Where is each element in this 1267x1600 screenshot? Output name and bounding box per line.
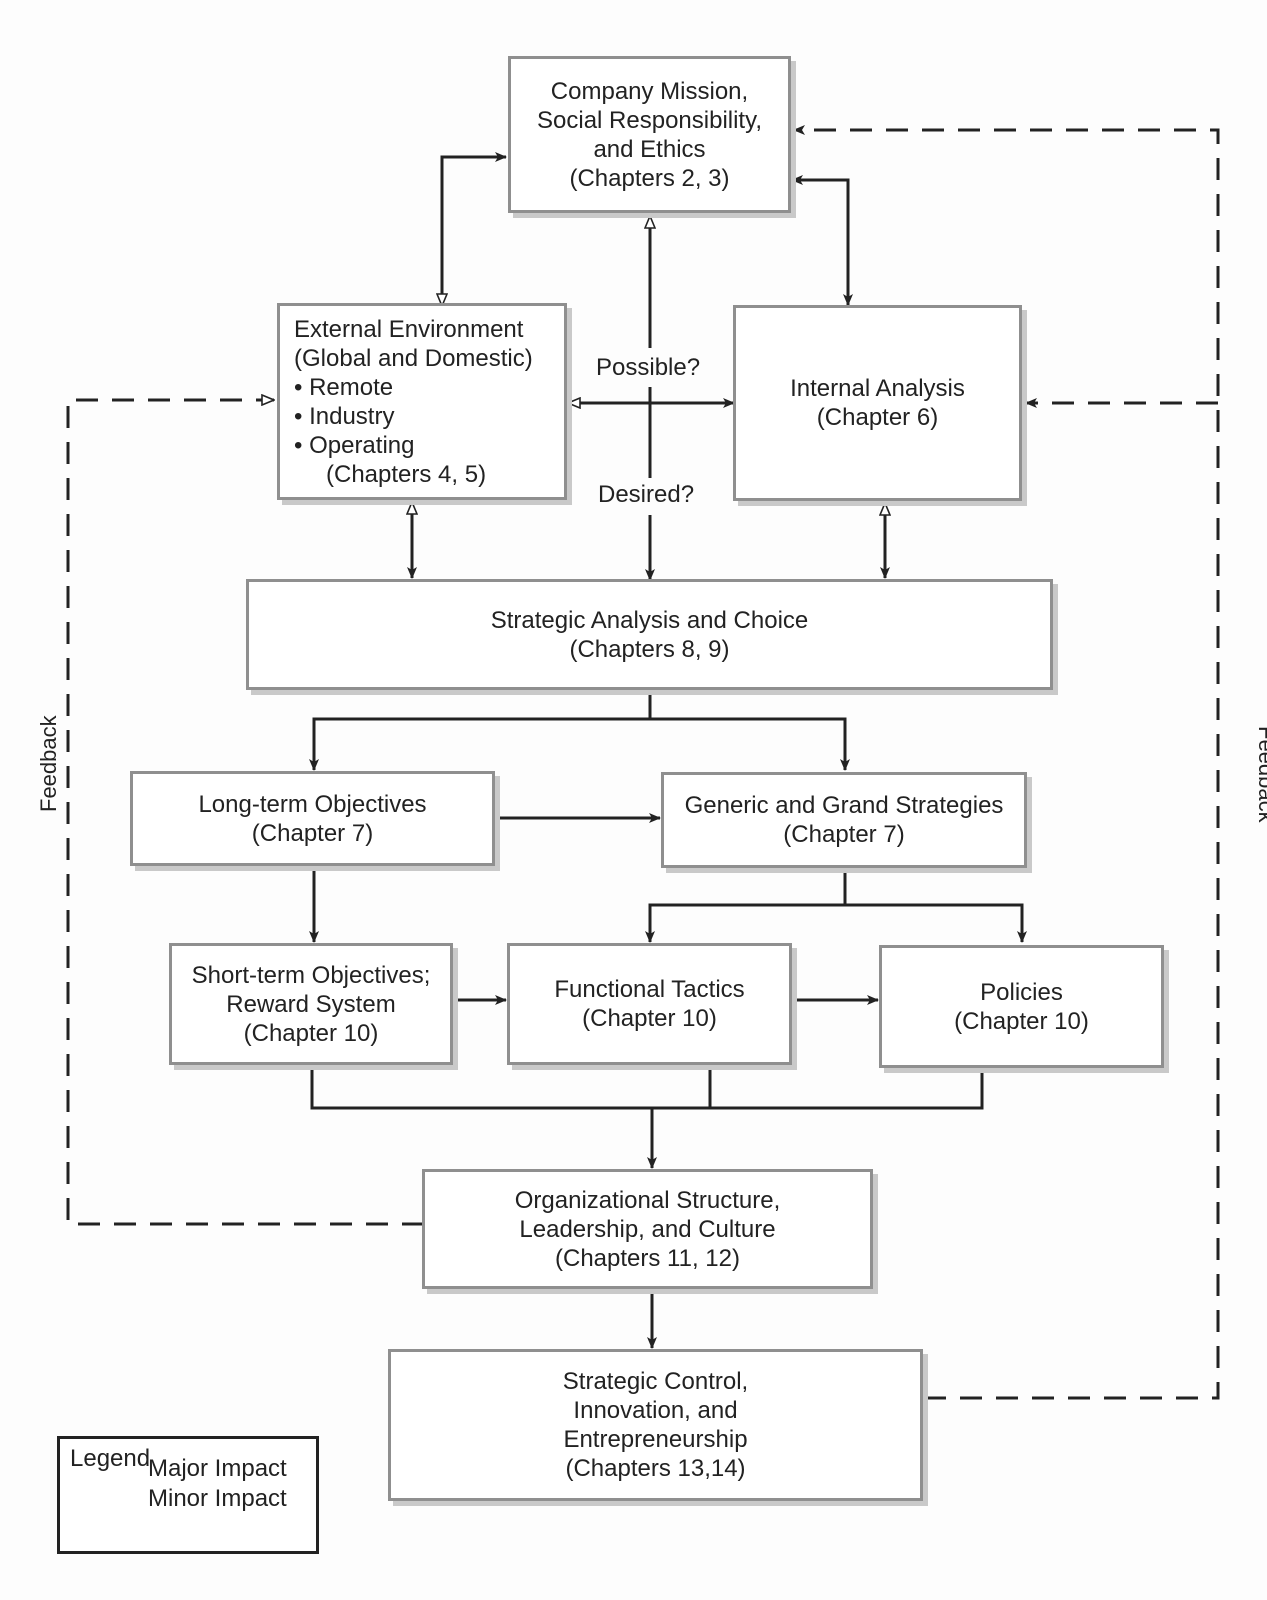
legend-title: Legend xyxy=(70,1445,151,1472)
feedback-left-loop xyxy=(66,400,424,1226)
mission-line-3: and Ethics xyxy=(593,135,706,163)
internal-line-2: (Chapter 6) xyxy=(816,404,939,431)
functional-line-2: (Chapter 10) xyxy=(582,1005,717,1032)
box-strategic-analysis-choice: Strategic Analysis and Choice (Chapters … xyxy=(246,579,1053,690)
box-short-term-objectives: Short-term Objectives; Reward System (Ch… xyxy=(169,943,453,1065)
box-strategic-control: Strategic Control, Innovation, and Entre… xyxy=(388,1349,923,1501)
shortterm-line-3: (Chapter 10) xyxy=(243,1019,379,1047)
legend: Legend Major Impact Minor Impact xyxy=(57,1436,319,1554)
label-feedback-left: Feedback xyxy=(36,715,61,812)
feedback-right-loop xyxy=(793,125,1220,1400)
edge-generic-split xyxy=(645,870,847,943)
legend-minor-label: Minor Impact xyxy=(148,1485,287,1512)
shortterm-line-2: Reward System xyxy=(226,990,396,1018)
edge-merge xyxy=(310,1066,984,1110)
external-bullet-list: Remote Industry Operating xyxy=(294,373,414,460)
edge-strategic-generic xyxy=(650,717,850,771)
legend-major-label: Major Impact xyxy=(148,1455,287,1482)
box-generic-grand-strategies: Generic and Grand Strategies (Chapter 7) xyxy=(661,772,1027,868)
control-line-1: Strategic Control, xyxy=(562,1368,749,1395)
control-line-4: (Chapters 13,14) xyxy=(565,1455,746,1482)
box-policies: Policies (Chapter 10) xyxy=(879,945,1164,1068)
external-line-1: External Environment xyxy=(294,315,524,343)
external-bullet-industry: Industry xyxy=(294,402,414,431)
strategic-line-2: (Chapters 8, 9) xyxy=(569,635,730,663)
label-possible: Possible? xyxy=(596,354,701,381)
external-chapters: (Chapters 4, 5) xyxy=(326,460,487,488)
box-external-environment: External Environment (Global and Domesti… xyxy=(277,303,567,500)
generic-line-2: (Chapter 7) xyxy=(783,821,905,848)
policies-line-1: Policies xyxy=(980,978,1063,1006)
external-line-2: (Global and Domestic) xyxy=(294,344,533,372)
edge-generic-policies xyxy=(845,903,1027,943)
edge-mission-external xyxy=(442,157,506,306)
mission-line-4: (Chapters 2, 3) xyxy=(569,164,730,192)
longterm-line-1: Long-term Objectives xyxy=(198,790,427,818)
external-bullet-remote: Remote xyxy=(294,373,414,402)
org-line-2: Leadership, and Culture xyxy=(519,1215,776,1243)
control-line-2: Innovation, and xyxy=(573,1397,738,1424)
label-feedback-right: Feedback xyxy=(1254,726,1267,823)
longterm-line-2: (Chapter 7) xyxy=(251,819,374,847)
internal-line-1: Internal Analysis xyxy=(790,375,965,402)
org-line-1: Organizational Structure, xyxy=(514,1186,781,1214)
org-line-3: (Chapters 11, 12) xyxy=(555,1244,740,1272)
shortterm-line-1: Short-term Objectives; xyxy=(191,961,431,989)
edge-strategic-split xyxy=(309,691,652,771)
policies-line-2: (Chapter 10) xyxy=(954,1007,1089,1035)
mission-line-2: Social Responsibility, xyxy=(537,106,762,134)
strategic-line-1: Strategic Analysis and Choice xyxy=(490,606,809,634)
edge-mission-internal xyxy=(791,175,853,306)
box-company-mission: Company Mission, Social Responsibility, … xyxy=(508,56,791,213)
functional-line-1: Functional Tactics xyxy=(554,976,745,1003)
box-functional-tactics: Functional Tactics (Chapter 10) xyxy=(507,943,792,1065)
box-organizational-structure: Organizational Structure, Leadership, an… xyxy=(422,1169,873,1289)
box-long-term-objectives: Long-term Objectives (Chapter 7) xyxy=(130,771,495,866)
generic-line-1: Generic and Grand Strategies xyxy=(684,792,1004,819)
mission-line-1: Company Mission, xyxy=(550,77,749,105)
external-bullet-operating: Operating xyxy=(294,431,414,460)
control-line-3: Entrepreneurship xyxy=(563,1426,748,1453)
box-internal-analysis: Internal Analysis (Chapter 6) xyxy=(733,305,1022,501)
label-desired: Desired? xyxy=(598,481,695,508)
